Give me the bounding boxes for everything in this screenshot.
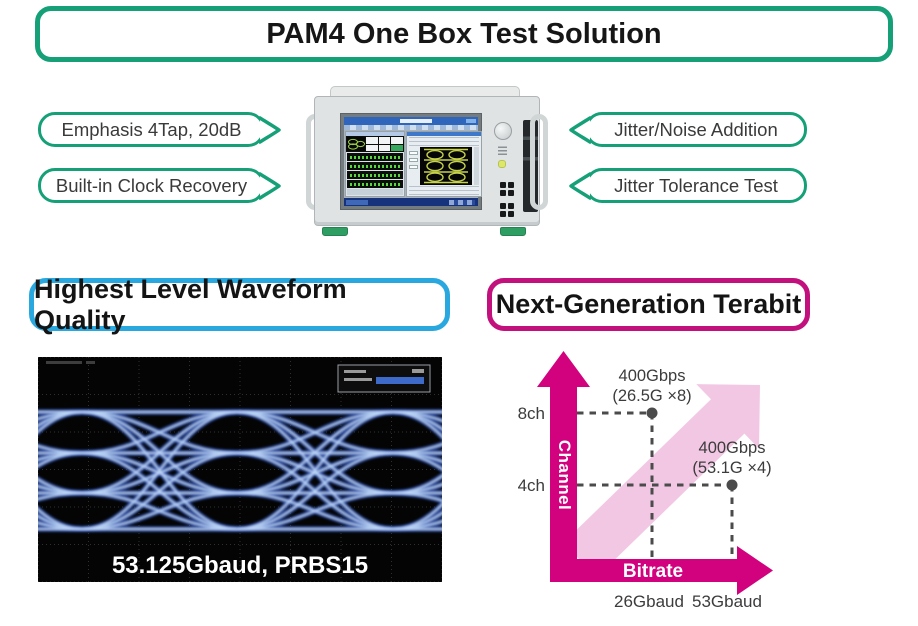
callout-label: Emphasis 4Tap, 20dB <box>61 118 242 140</box>
screen-titlebar <box>344 117 478 125</box>
callout-jitter-tolerance: Jitter Tolerance Test <box>569 168 807 203</box>
point1-label-line2: (26.5G ×8) <box>612 387 691 405</box>
screen-readout-row <box>347 171 403 179</box>
callout-jitter-noise: Jitter/Noise Addition <box>569 112 807 147</box>
instrument-connectors <box>500 182 515 197</box>
x-tick-53gbaud: 53Gbaud <box>692 592 762 611</box>
data-point-dot <box>646 407 658 419</box>
callout-tail-icon <box>569 115 591 144</box>
screen-eye-thumbnail <box>346 136 404 152</box>
scope-corner-marks <box>46 361 95 364</box>
eye-diagram-image: 53.125Gbaud, PRBS15 <box>0 356 551 583</box>
instrument-knob <box>494 122 512 140</box>
instrument-image <box>304 86 550 236</box>
point2-label-line2: (53.1G ×4) <box>692 459 771 477</box>
y-tick-8ch: 8ch <box>518 404 545 423</box>
x-tick-26gbaud: 26Gbaud <box>614 592 684 611</box>
waveform-quality-header: Highest Level Waveform Quality <box>29 274 450 335</box>
pam4-eye-icon <box>424 148 468 184</box>
title-banner: PAM4 One Box Test Solution <box>35 6 893 62</box>
callout-tail-icon <box>259 171 281 200</box>
usb-port-icon <box>498 146 507 155</box>
eye-diagram-svg: 53.125Gbaud, PRBS15 <box>0 356 551 583</box>
screen-eye-panel <box>409 147 479 185</box>
callout-label: Jitter/Noise Addition <box>614 118 778 140</box>
point1-label-line1: 400Gbps <box>619 367 686 385</box>
growth-arrow-icon <box>563 384 760 578</box>
callout-clock-recovery: Built-in Clock Recovery <box>38 168 281 203</box>
callout-emphasis: Emphasis 4Tap, 20dB <box>38 112 281 147</box>
y-axis-title: Channel <box>555 440 574 511</box>
bitrate-axis-arrow <box>550 546 773 595</box>
x-axis-title: Bitrate <box>623 561 683 582</box>
screen-window-right <box>406 131 482 197</box>
page-title: PAM4 One Box Test Solution <box>266 17 662 50</box>
instrument-right-handle <box>530 114 548 210</box>
channel-axis-arrow <box>537 351 590 582</box>
eye-diagram-caption: 53.125Gbaud, PRBS15 <box>112 552 368 579</box>
callout-tail-icon <box>259 115 281 144</box>
instrument-connectors <box>500 203 515 218</box>
instrument-foot <box>500 227 526 236</box>
screen-readout-row <box>347 162 403 170</box>
screen-main <box>344 130 482 198</box>
terabit-header: Next-Generation Terabit <box>487 278 810 331</box>
instrument-foot <box>322 227 348 236</box>
instrument-screen <box>340 113 482 210</box>
screen-toolbar <box>344 125 478 130</box>
terabit-roadmap-chart: 8ch 4ch 400Gbps (26.5G ×8) 400Gbps (53.1… <box>495 345 910 626</box>
callout-label: Built-in Clock Recovery <box>55 174 248 196</box>
waveform-quality-title: Highest Level Waveform Quality <box>34 273 347 335</box>
data-point-dot <box>726 479 738 491</box>
y-tick-4ch: 4ch <box>518 476 545 495</box>
callout-tail-icon <box>569 171 591 200</box>
instrument-sticker <box>498 160 506 168</box>
terabit-title: Next-Generation Terabit <box>495 289 802 319</box>
roadmap-chart-svg: 8ch 4ch 400Gbps (26.5G ×8) 400Gbps (53.1… <box>518 351 773 611</box>
scope-legend-icon <box>337 364 431 393</box>
screen-readout-row <box>347 153 403 161</box>
screen-window-left <box>345 131 405 197</box>
screen-readout-row <box>347 180 403 188</box>
screen-taskbar <box>344 198 478 206</box>
callout-label: Jitter Tolerance Test <box>614 174 778 196</box>
point2-label-line1: 400Gbps <box>699 439 766 457</box>
